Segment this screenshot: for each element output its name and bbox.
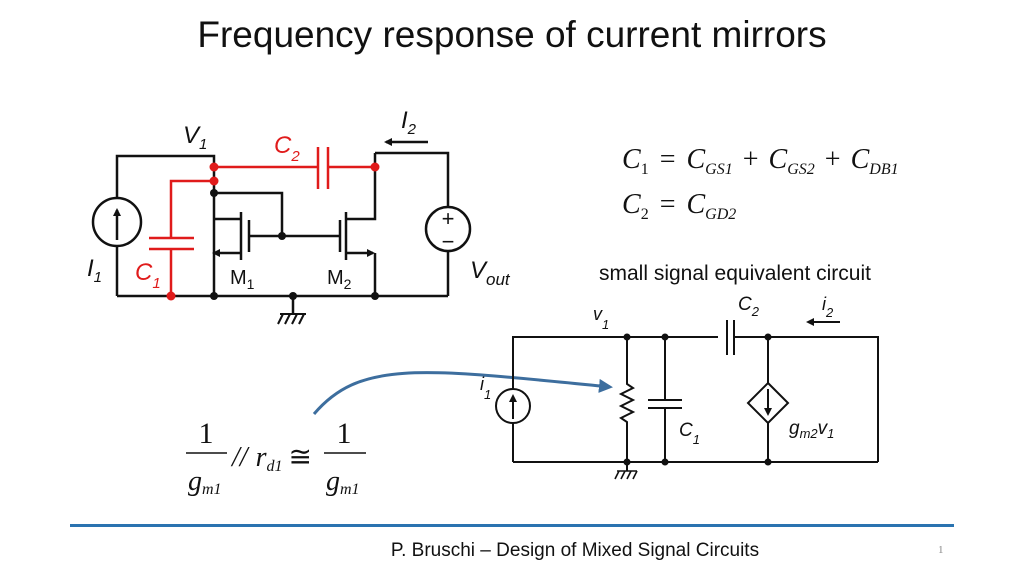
small-signal-heading: small signal equivalent circuit bbox=[599, 262, 871, 285]
junction-dot bbox=[289, 292, 297, 300]
equation-c1: C1 = CGS1 + CGS2 + CDB1 bbox=[622, 144, 899, 181]
ss-resistor bbox=[618, 337, 636, 462]
label-v1: V1 bbox=[183, 122, 207, 153]
parasitic-dots bbox=[166, 162, 380, 301]
ss-label-gm2v1: gm2v1 bbox=[789, 418, 834, 441]
junction-dot bbox=[661, 458, 669, 466]
current-source-i1 bbox=[91, 196, 143, 248]
voltage-source-vout bbox=[424, 205, 472, 253]
ss-ground-icon bbox=[614, 470, 638, 480]
c1-wire-top bbox=[169, 179, 214, 238]
ss-label-i1: i1 bbox=[480, 374, 491, 402]
ss-junction-dots bbox=[623, 333, 772, 466]
fraction2-numerator: 1 bbox=[337, 417, 352, 450]
ss-label-v1: v1 bbox=[593, 304, 609, 332]
junction-dot bbox=[370, 162, 380, 172]
ss-wire-left-top bbox=[512, 336, 718, 389]
impedance-equation: 1 gm1 //rd1≅ 1 gm1 bbox=[186, 417, 366, 498]
parasitic-capacitors bbox=[149, 147, 375, 296]
wire-vout-top bbox=[375, 151, 450, 207]
mapping-arrow-icon bbox=[312, 371, 613, 415]
label-m1: M1 bbox=[230, 267, 255, 292]
junction-dot bbox=[623, 333, 631, 341]
ss-label-c1: C1 bbox=[679, 420, 700, 447]
m1-drain-gate-connection bbox=[214, 191, 284, 236]
label-vout: Vout bbox=[470, 257, 511, 289]
junction-dot bbox=[209, 176, 219, 186]
junction-dot bbox=[278, 232, 286, 240]
ss-label-c2: C2 bbox=[738, 294, 760, 319]
vsource-plus: + bbox=[442, 206, 455, 231]
junction-dots bbox=[210, 189, 379, 300]
junction-dot bbox=[166, 291, 176, 301]
equation-c2: C2 = CGD2 bbox=[622, 189, 736, 226]
footer-text: P. Bruschi – Design of Mixed Signal Circ… bbox=[390, 540, 760, 561]
small-signal-circuit bbox=[495, 318, 879, 480]
m2-drain-lead bbox=[346, 153, 377, 221]
fraction1-denominator: gm1 bbox=[188, 466, 222, 498]
footer-divider bbox=[70, 524, 954, 527]
label-i1: I1 bbox=[87, 255, 102, 286]
ground-icon bbox=[277, 313, 306, 325]
junction-dot bbox=[209, 162, 219, 172]
junction-dot bbox=[764, 458, 772, 466]
label-c1: C1 bbox=[135, 259, 161, 292]
wire-i1-top bbox=[115, 154, 216, 296]
page-number: 1 bbox=[938, 544, 944, 556]
junction-dot bbox=[661, 333, 669, 341]
junction-dot bbox=[210, 189, 218, 197]
ss-wire-right-top bbox=[734, 336, 879, 462]
junction-dot bbox=[623, 458, 631, 466]
fraction2-denominator: gm1 bbox=[326, 466, 360, 498]
fraction1-numerator: 1 bbox=[199, 417, 214, 450]
ss-label-i2: i2 bbox=[822, 294, 834, 320]
vsource-minus: − bbox=[442, 229, 455, 254]
slide-title: Frequency response of current mirrors bbox=[197, 14, 827, 55]
junction-dot bbox=[371, 292, 379, 300]
ss-current-source-i1 bbox=[495, 388, 531, 424]
label-i2: I2 bbox=[401, 107, 417, 138]
junction-dot bbox=[764, 333, 772, 341]
parallel-rd1: //rd1≅ bbox=[230, 442, 312, 475]
label-c2: C2 bbox=[274, 132, 300, 165]
label-m2: M2 bbox=[327, 267, 352, 292]
junction-dot bbox=[210, 292, 218, 300]
